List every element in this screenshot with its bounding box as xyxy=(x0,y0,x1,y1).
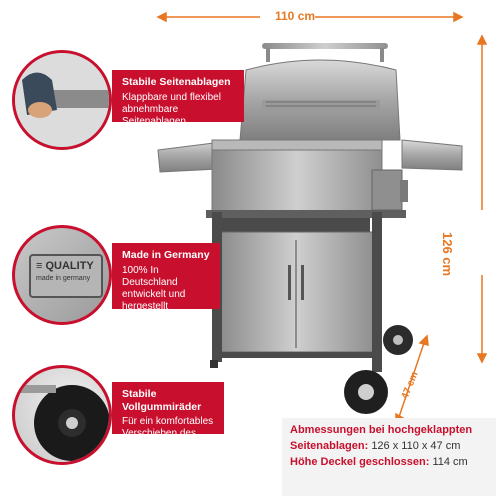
callout-body: Für ein komfortables Verschieben des Gri… xyxy=(122,416,214,452)
callout-body: Klappbare und flexibel abnehmbare Seiten… xyxy=(122,91,221,127)
detail-circle-wheel xyxy=(12,365,112,465)
info-row-shelves: Seitenablagen: 126 x 110 x 47 cm xyxy=(290,440,488,452)
callout-title: Stabile Vollgummiräder xyxy=(122,388,202,413)
callout-title: Stabile Seitenablagen xyxy=(122,76,231,88)
callout-rubber-wheels: Stabile Vollgummiräder Für ein komfortab… xyxy=(112,382,224,451)
info-heading: Abmessungen bei hochgeklappten xyxy=(290,424,473,436)
detail-circle-made-in-germany: ≡ QUALITY made in germany xyxy=(12,225,112,325)
detail-circle-side-shelf xyxy=(12,50,112,150)
info-row-key: Seitenablagen: xyxy=(290,440,369,452)
dimensions-info-box: Abmessungen bei hochgeklappten Seitenabl… xyxy=(282,418,496,496)
info-row-value: 114 cm xyxy=(432,456,468,468)
info-row-value: 126 x 110 x 47 cm xyxy=(371,440,461,452)
quality-plate-title: ≡ QUALITY xyxy=(36,260,94,272)
height-dimension-label: 126 cm xyxy=(440,232,455,277)
callout-side-shelves: Stabile Seitenablagen Klappbare und flex… xyxy=(112,70,244,127)
info-row-lid-closed: Höhe Deckel geschlossen: 114 cm xyxy=(290,456,488,468)
callout-title: Made in Germany xyxy=(122,249,210,261)
wheel-illustration xyxy=(16,385,109,461)
width-dimension-label: 110 cm xyxy=(275,9,316,23)
quality-plate-subtitle: made in germany xyxy=(36,275,91,282)
callout-made-in-germany: Made in Germany 100% In Deutschland entw… xyxy=(112,243,220,312)
info-row-key: Höhe Deckel geschlossen: xyxy=(290,456,430,468)
person-shelf-illustration xyxy=(15,53,109,147)
quality-plate: ≡ QUALITY made in germany xyxy=(29,254,103,298)
callout-body: 100% In Deutschland entwickelt und herge… xyxy=(122,264,186,312)
